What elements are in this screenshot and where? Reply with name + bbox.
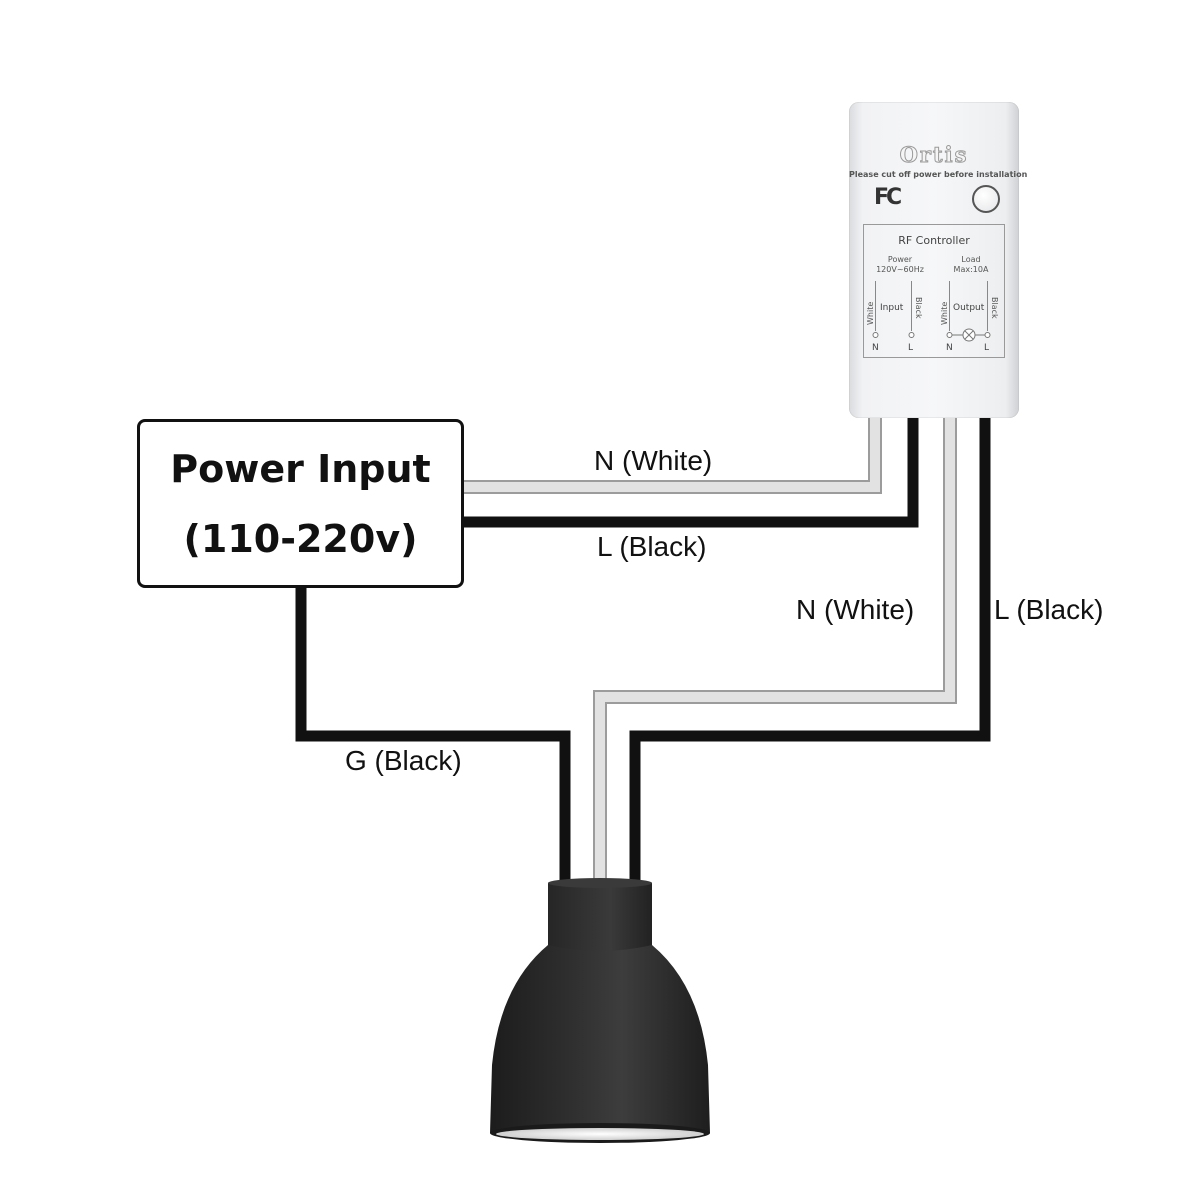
input-white-label: White (866, 301, 875, 325)
fc-certification-icon: FC (874, 185, 902, 210)
terminal-line-input-n (875, 281, 876, 331)
rf-controller-device: Ortis Please cut off power before instal… (849, 102, 1028, 418)
brand-logo: Ortis (899, 142, 969, 168)
wire-ground (295, 588, 571, 885)
power-input-box: Power Input (110-220v) (137, 419, 464, 588)
terminal-input-n: N (872, 343, 879, 353)
wire-output-live (629, 416, 991, 885)
load-rating: Max:10A (953, 265, 989, 274)
terminal-line-output-n (949, 281, 950, 331)
label-input-live: L (Black) (597, 531, 707, 562)
pairing-button[interactable] (972, 185, 1000, 213)
wire-output-neutral (593, 418, 957, 880)
input-black-label: Black (914, 297, 923, 319)
load-label: Load (961, 255, 981, 264)
terminal-output-n: N (946, 343, 953, 353)
power-input-title: Power Input (170, 446, 431, 491)
label-output-live: L (Black) (994, 594, 1104, 625)
terminal-line-input-l (911, 281, 912, 331)
power-spec: Power 120V~60Hz (874, 255, 926, 275)
terminal-input-l: L (908, 343, 914, 353)
load-spec: Load Max:10A (946, 255, 996, 275)
label-ground: G (Black) (345, 745, 462, 776)
power-rating: 120V~60Hz (876, 265, 924, 274)
output-white-label: White (940, 301, 949, 325)
power-label: Power (887, 255, 913, 264)
spec-panel: RF Controller Power 120V~60Hz Load Max:1… (863, 224, 1005, 358)
output-black-label: Black (990, 297, 999, 319)
label-input-neutral: N (White) (594, 445, 713, 476)
terminal-symbols (872, 328, 991, 342)
spec-title: RF Controller (898, 234, 970, 247)
warning-text: Please cut off power before installation (849, 170, 1028, 179)
wire-input-neutral (464, 418, 882, 494)
lamp-icon (490, 878, 710, 1143)
wire-input-live (464, 416, 919, 528)
terminal-line-output-l (987, 281, 988, 331)
label-output-neutral: N (White) (796, 594, 915, 625)
terminal-output-l: L (984, 343, 990, 353)
power-input-range: (110-220v) (183, 516, 418, 561)
output-label: Output (953, 303, 985, 313)
input-label: Input (880, 303, 904, 313)
